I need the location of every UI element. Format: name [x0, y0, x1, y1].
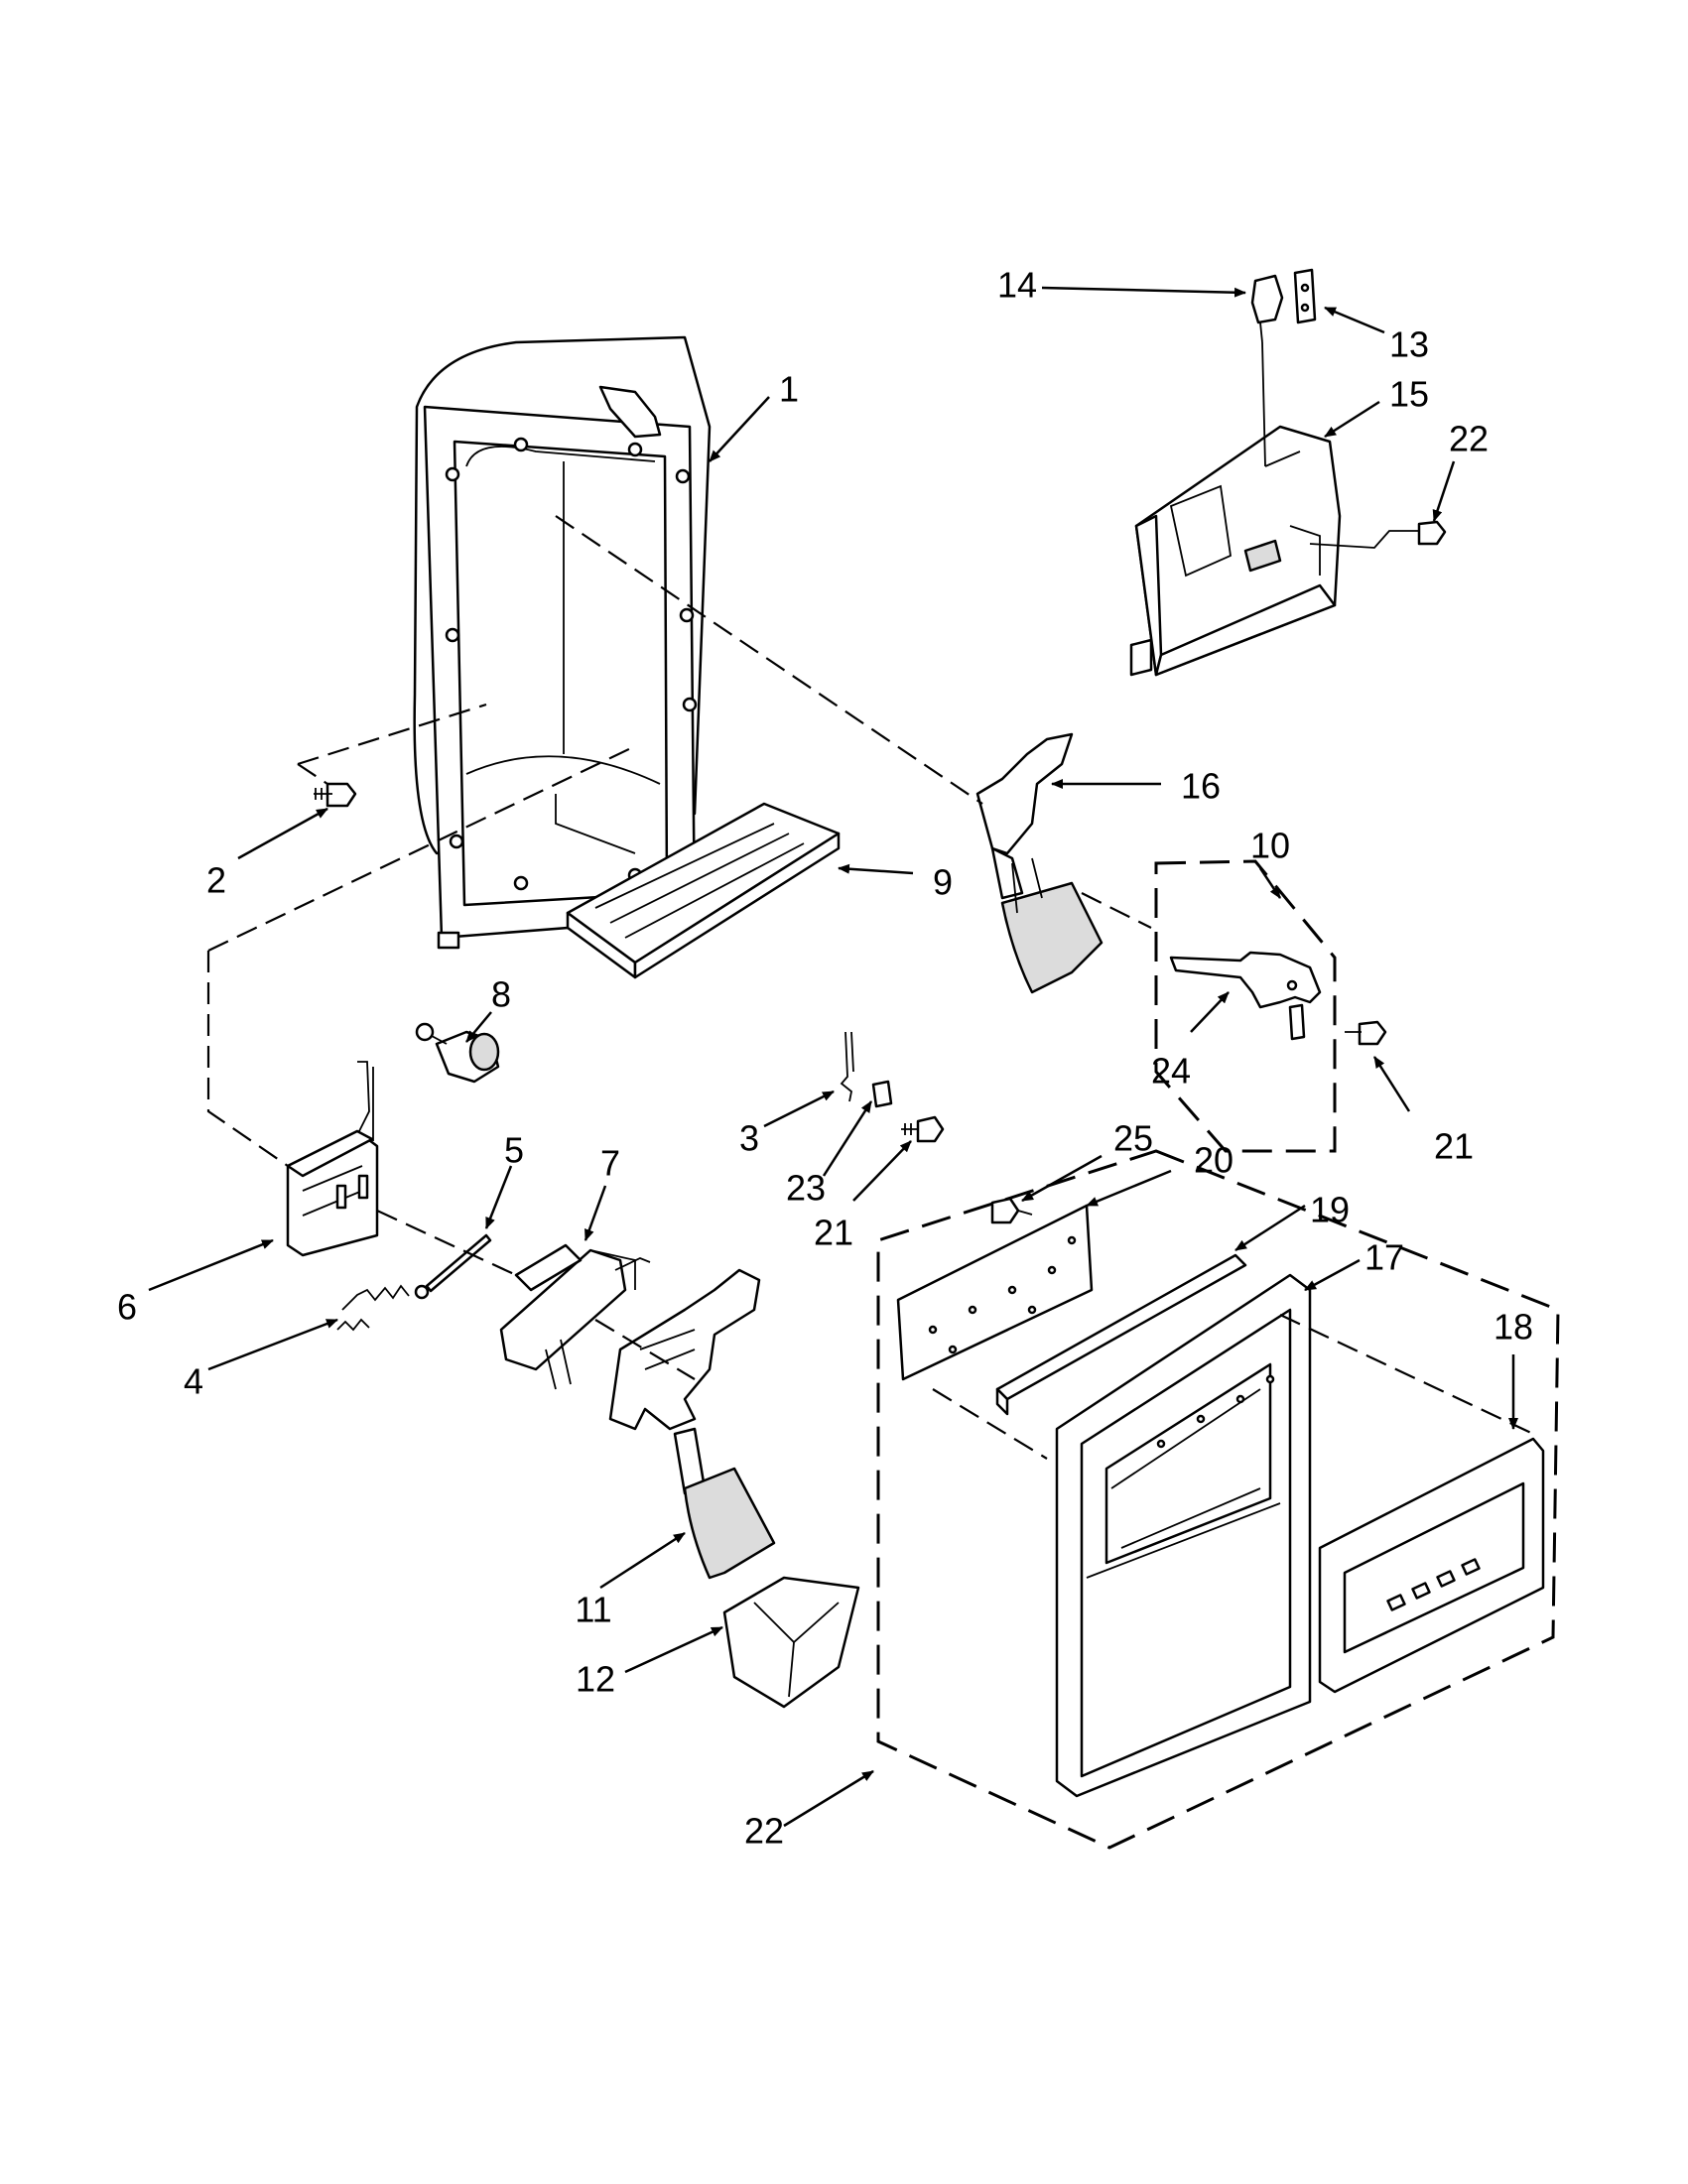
callout-8: 8 — [491, 974, 511, 1015]
part-19-seal-strip — [995, 1253, 1247, 1416]
callout-5: 5 — [504, 1130, 524, 1171]
callout-4: 4 — [184, 1361, 203, 1402]
part-25-screw — [990, 1197, 1033, 1224]
callout-labels: 14 13 15 22 1 2 16 9 10 24 21 8 5 7 6 4 … — [117, 265, 1533, 1852]
part-2-screw — [314, 782, 357, 808]
callout-9: 9 — [933, 862, 953, 903]
callout-10: 10 — [1250, 826, 1290, 866]
part-16-actuator — [975, 732, 1104, 994]
part-17-dispenser-frame — [1055, 1273, 1312, 1798]
assembly-box-22-outline — [876, 1149, 1560, 1850]
callout-17: 17 — [1364, 1237, 1404, 1278]
callout-6: 6 — [117, 1287, 137, 1328]
callout-1: 1 — [779, 369, 799, 410]
part-20-control-board — [896, 1204, 1094, 1381]
part-21-screw-center — [901, 1115, 945, 1143]
callout-22-lower: 22 — [744, 1811, 784, 1852]
callout-2: 2 — [206, 860, 226, 901]
callout-11: 11 — [575, 1590, 611, 1630]
callout-15: 15 — [1389, 374, 1429, 415]
callout-23: 23 — [786, 1168, 826, 1209]
callout-19: 19 — [1310, 1190, 1350, 1230]
callout-7: 7 — [600, 1143, 620, 1184]
part-8-motor — [415, 1022, 500, 1084]
callout-18: 18 — [1493, 1307, 1533, 1348]
part-24-valve-lever — [1169, 951, 1322, 1041]
assembly-box-10-outline — [1154, 859, 1337, 1153]
callout-3: 3 — [739, 1118, 759, 1159]
part-23-shim — [871, 1080, 893, 1108]
part-14-switch — [1250, 274, 1284, 343]
leader-arrows — [148, 286, 1518, 1828]
part-9-drip-tray — [566, 802, 841, 979]
callout-20: 20 — [1194, 1140, 1234, 1181]
part-3-spring-clip — [840, 1031, 854, 1102]
callout-25: 25 — [1113, 1118, 1153, 1159]
part-4-springs — [336, 1284, 410, 1332]
part-11-chute-arm — [608, 1268, 776, 1580]
callout-12: 12 — [576, 1659, 615, 1700]
part-22-screw-upper — [1417, 520, 1447, 546]
callout-14: 14 — [997, 265, 1037, 306]
part-18-trim-panel — [1318, 1437, 1545, 1694]
callout-21-center: 21 — [814, 1213, 853, 1253]
part-1-dispenser-housing — [413, 335, 712, 950]
part-12-chute-cup — [722, 1576, 860, 1709]
part-6-solenoid — [286, 1061, 379, 1257]
callout-13: 13 — [1389, 324, 1429, 365]
part-13-insulator — [1293, 268, 1317, 324]
callout-21-right: 21 — [1434, 1126, 1474, 1167]
part-7-bracket — [499, 1243, 651, 1390]
alignment-lines — [206, 515, 1534, 1460]
part-21-screw-right — [1345, 1020, 1387, 1046]
callout-16: 16 — [1181, 766, 1221, 807]
part-15-switch-bracket — [1129, 341, 1419, 677]
callout-24: 24 — [1151, 1051, 1191, 1092]
callout-22-upper: 22 — [1449, 419, 1489, 459]
